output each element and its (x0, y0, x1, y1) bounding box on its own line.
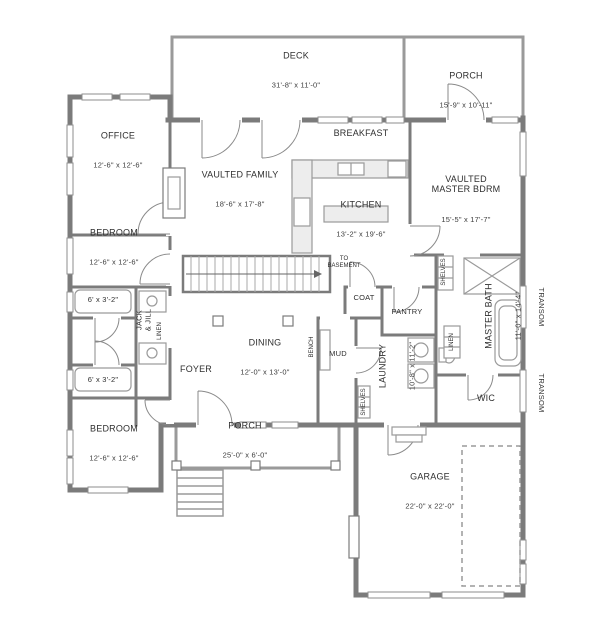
front-steps (176, 469, 224, 517)
door-swings (94, 83, 494, 456)
range (293, 197, 311, 227)
mud-bench (319, 329, 331, 371)
garage-dashed-area (461, 445, 521, 587)
refrigerator (387, 160, 407, 178)
laundry-shelves (357, 385, 371, 419)
kitchen-island (323, 205, 389, 223)
porch-post (171, 460, 182, 471)
column (282, 315, 294, 327)
windows (66, 93, 527, 599)
column (212, 315, 224, 327)
stairs-to-basement (181, 254, 332, 294)
porch-post (250, 460, 261, 471)
fixtures (74, 159, 522, 559)
bathtub-lower (74, 367, 132, 392)
shelves-built-in (437, 255, 454, 291)
bathtub-upper (74, 289, 132, 314)
linen-built-in (443, 325, 461, 359)
porch-post (330, 460, 341, 471)
